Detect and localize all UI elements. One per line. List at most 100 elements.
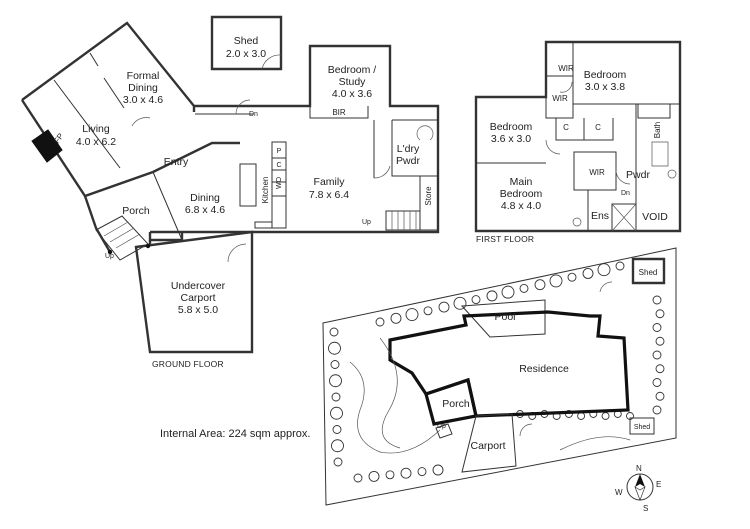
fireplace-block bbox=[31, 129, 63, 163]
tree-symbol bbox=[368, 470, 380, 482]
tree-symbol bbox=[652, 378, 662, 387]
tree-symbol bbox=[423, 306, 433, 316]
void-label: VOID bbox=[642, 211, 668, 223]
ensuite-label: Ens bbox=[591, 210, 609, 222]
tree-symbol bbox=[375, 317, 385, 327]
cupboard-left-label: C bbox=[563, 123, 569, 132]
bedroom-study-label-2: Study bbox=[339, 76, 367, 88]
bedroom-a-label: Bedroom bbox=[584, 69, 627, 81]
site-up-label: Up bbox=[437, 423, 446, 430]
internal-area-label: Internal Area: 224 sqm approx. bbox=[160, 428, 310, 440]
tree-symbol bbox=[453, 296, 467, 310]
tree-symbol bbox=[601, 412, 610, 420]
tree-symbol bbox=[655, 391, 665, 401]
compass-e-label: E bbox=[656, 480, 661, 489]
pantry-label: P bbox=[277, 148, 282, 155]
entry-label: Entry bbox=[164, 156, 189, 168]
shed-dims: 2.0 x 3.0 bbox=[226, 48, 266, 60]
first-down-label: Dn bbox=[621, 190, 630, 197]
tree-symbol bbox=[400, 467, 412, 479]
cupboard-right-label: C bbox=[595, 123, 601, 132]
tree-symbol bbox=[577, 412, 586, 420]
site-porch-label: Porch bbox=[442, 398, 470, 410]
main-bedroom-dims: 4.8 x 4.0 bbox=[501, 200, 541, 212]
carport-label-2: Carport bbox=[180, 292, 215, 304]
store-label: Store bbox=[424, 186, 433, 206]
site-residence-label: Residence bbox=[519, 363, 569, 375]
first-powder-label: Pwdr bbox=[626, 169, 650, 181]
tree-symbol bbox=[333, 457, 343, 467]
tree-symbol bbox=[582, 268, 594, 279]
bedroom-a-dims: 3.0 x 3.8 bbox=[585, 81, 625, 93]
tree-symbol bbox=[432, 464, 444, 476]
formal-dining-label-2: Dining bbox=[128, 82, 158, 94]
main-bedroom-label: Main bbox=[510, 176, 533, 188]
shed-label: Shed bbox=[234, 35, 259, 47]
family-dims: 7.8 x 6.4 bbox=[309, 189, 349, 201]
dining-dims: 6.8 x 4.6 bbox=[185, 204, 225, 216]
site-trees bbox=[328, 261, 665, 483]
site-shed-small-label: Shed bbox=[634, 424, 650, 431]
tree-symbol bbox=[652, 323, 662, 332]
tree-symbol bbox=[655, 336, 665, 346]
tree-symbol bbox=[417, 467, 427, 477]
tree-symbol bbox=[353, 473, 363, 483]
tree-symbol bbox=[549, 274, 563, 288]
tree-symbol bbox=[534, 279, 546, 291]
tree-symbol bbox=[597, 263, 611, 277]
tree-symbol bbox=[486, 290, 498, 302]
first-floor-plan bbox=[474, 40, 682, 233]
tree-symbol bbox=[438, 301, 450, 313]
wir-mid-label: WIR bbox=[552, 94, 568, 103]
site-carport-label: Carport bbox=[470, 440, 505, 452]
compass-n-label: N bbox=[636, 464, 642, 473]
tree-symbol bbox=[652, 295, 662, 305]
carport-label: Undercover bbox=[171, 280, 226, 292]
tree-symbol bbox=[519, 283, 529, 293]
up-porch-label: Up bbox=[105, 253, 114, 260]
compass bbox=[626, 473, 654, 501]
carport-dims: 5.8 x 5.0 bbox=[178, 304, 218, 316]
tree-symbol bbox=[332, 425, 342, 434]
bedroom-b-label: Bedroom bbox=[490, 121, 533, 133]
down-label: Dn bbox=[249, 111, 258, 118]
family-label: Family bbox=[314, 176, 346, 188]
bath-label: Bath bbox=[653, 122, 662, 138]
tree-symbol bbox=[405, 308, 419, 321]
cupboard-label: C bbox=[276, 162, 281, 169]
compass-w-label: W bbox=[615, 488, 623, 497]
compass-s-label: S bbox=[643, 504, 648, 513]
first-floor-caption: FIRST FLOOR bbox=[476, 234, 534, 244]
tree-symbol bbox=[331, 392, 341, 402]
site-plan bbox=[322, 247, 677, 506]
site-shed-top-label: Shed bbox=[639, 268, 658, 277]
tree-symbol bbox=[328, 341, 341, 355]
living-label: Living bbox=[82, 123, 110, 135]
tree-symbol bbox=[652, 405, 662, 415]
ground-floor-caption: GROUND FLOOR bbox=[152, 359, 224, 369]
site-pool-label: Pool bbox=[494, 311, 515, 323]
bedroom-study-label: Bedroom / bbox=[328, 64, 377, 76]
tree-symbol bbox=[329, 327, 339, 337]
tree-symbol bbox=[567, 272, 577, 282]
tree-symbol bbox=[385, 470, 395, 480]
wall-oven-label: WO bbox=[276, 176, 283, 189]
dining-label: Dining bbox=[190, 192, 220, 204]
tree-symbol bbox=[331, 439, 344, 453]
powder-label: Pwdr bbox=[396, 155, 420, 167]
bir-label: BIR bbox=[332, 108, 346, 117]
wir-main-label: WIR bbox=[589, 168, 605, 177]
tree-symbol bbox=[390, 312, 402, 324]
tree-symbol bbox=[471, 295, 481, 305]
up-stairs-label: Up bbox=[362, 219, 371, 226]
tree-symbol bbox=[330, 360, 340, 369]
bedroom-study-dims: 4.0 x 3.6 bbox=[332, 88, 372, 100]
wir-top-label: WIR bbox=[558, 64, 574, 73]
tree-symbol bbox=[615, 261, 625, 271]
living-dims: 4.0 x 6.2 bbox=[76, 136, 116, 148]
formal-dining-dims: 3.0 x 4.6 bbox=[123, 94, 163, 106]
tree-symbol bbox=[655, 309, 665, 319]
tree-symbol bbox=[330, 406, 343, 420]
tree-symbol bbox=[655, 364, 665, 374]
